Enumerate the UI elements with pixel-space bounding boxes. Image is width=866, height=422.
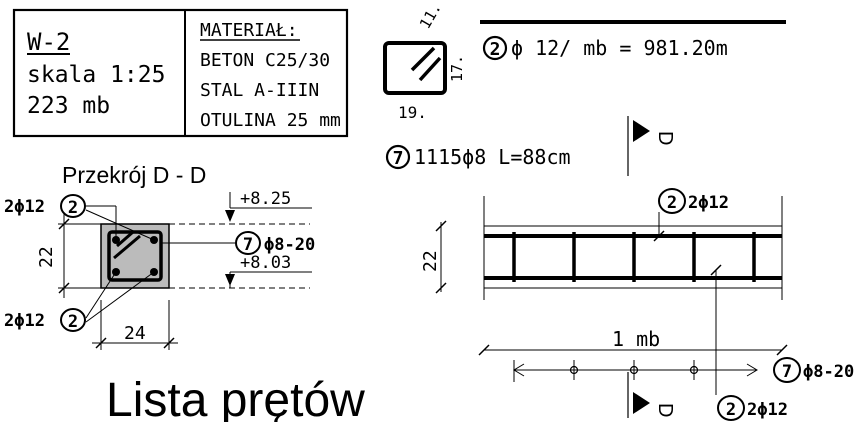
elevation-bottom-bar-spec: 2ϕ12 [747, 400, 788, 420]
scale-label: skala 1:25 [27, 62, 165, 88]
elevation-stirrup-mark: 7 [782, 362, 792, 382]
bar-2-summary: ϕ 12/ mb = 981.20m [511, 36, 728, 60]
elevation-bottom-bar-mark: 2 [726, 400, 736, 420]
beam-elevation: D D 22 2 2ϕ12 [420, 116, 854, 421]
bar-2-mark: 2 [490, 39, 501, 60]
elevation-height: 22 [420, 250, 441, 272]
stirrup-shape: 11. 17. 19. [383, 0, 466, 122]
span-label: 1 mb [612, 327, 660, 351]
cross-section: Przekrój D - D 2ϕ12 2 2ϕ12 2 7 ϕ8-20 [4, 162, 315, 350]
title-block: W-2 skala 1:25 223 mb MATERIAŁ: BETON C2… [12, 8, 349, 138]
elevation-stirrup-spec: ϕ8-20 [803, 362, 854, 382]
bar-7-spec: 7 1115ϕ8 L=88cm [385, 144, 571, 170]
concrete-cover: OTULINA 25 mm [200, 110, 341, 131]
concrete-class: BETON C25/30 [200, 50, 330, 71]
bar-7-mark: 7 [393, 148, 404, 169]
section-width: 24 [124, 323, 146, 344]
section-stirrup-mark: 7 [243, 235, 253, 255]
bottom-bars-mark: 2 [68, 312, 78, 332]
stirrup-dim-top: 11. [416, 0, 445, 32]
section-letter-top: D [654, 131, 676, 145]
elevation-top-bar-spec: 2ϕ12 [688, 193, 729, 213]
section-title: Przekrój D - D [62, 162, 206, 188]
material-heading: MATERIAŁ: [200, 20, 298, 41]
bottom-bars-qty: 2ϕ12 [4, 311, 45, 331]
level-bottom: +8.03 [240, 253, 291, 273]
stirrup-dim-side: 17. [448, 55, 466, 82]
length-label: 223 mb [27, 93, 110, 119]
level-top: +8.25 [240, 189, 291, 209]
stirrup-dim-bottom: 19. [398, 103, 427, 122]
elevation-top-bar-mark: 2 [667, 193, 677, 213]
bar-7-summary: 1115ϕ8 L=88cm [414, 145, 571, 169]
section-letter-bottom: D [654, 403, 676, 417]
element-mark: W-2 [27, 28, 70, 56]
section-arrow-bottom [633, 392, 650, 414]
top-bars-mark: 2 [68, 198, 78, 218]
bar-2-spec: 2 ϕ 12/ mb = 981.20m [480, 20, 786, 61]
list-title: Lista prętów [106, 374, 365, 422]
elevation-stirrups [512, 232, 756, 282]
section-arrow-top [633, 120, 650, 142]
steel-class: STAL A-IIIN [200, 80, 319, 101]
top-bars-qty: 2ϕ12 [4, 197, 45, 217]
section-stirrup-spec: ϕ8-20 [264, 235, 315, 255]
section-height: 22 [36, 246, 57, 268]
